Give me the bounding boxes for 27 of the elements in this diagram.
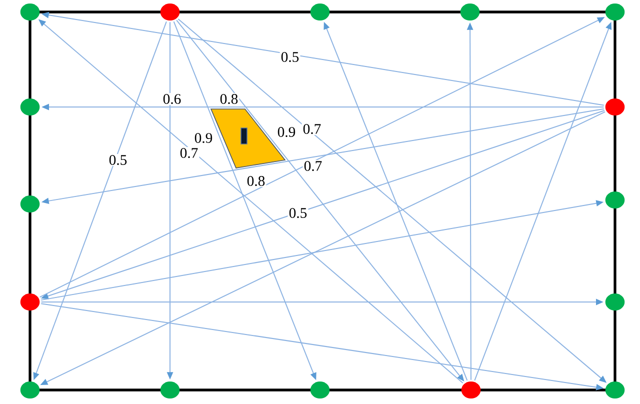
circle-node — [605, 293, 625, 311]
side-label: 0.8 — [246, 174, 266, 188]
circle-node — [605, 191, 625, 209]
edge-label: 0.7 — [302, 160, 324, 172]
side-label: 0.9 — [193, 132, 214, 144]
side-label: 0.8 — [218, 92, 240, 106]
circle-node — [160, 3, 180, 21]
circle-node — [605, 381, 625, 399]
edge-label: 0.5 — [280, 50, 300, 64]
circle-node — [310, 381, 330, 399]
edge-label: 0.7 — [178, 146, 200, 160]
circle-node — [20, 293, 40, 311]
edge-label: 0.7 — [302, 122, 322, 136]
circle-node — [605, 98, 625, 116]
circle-node — [461, 381, 481, 399]
circle-node — [160, 381, 180, 399]
circle-node — [460, 3, 480, 21]
edge-label: 0.5 — [288, 206, 308, 220]
circle-node — [20, 98, 40, 116]
edge-label: 0.6 — [162, 92, 182, 106]
circle-node — [20, 3, 40, 21]
circle-node — [605, 3, 625, 21]
side-label: 0.9 — [276, 126, 297, 138]
circle-node — [20, 195, 40, 213]
circle-node — [20, 381, 40, 399]
circle-node — [310, 3, 330, 21]
edge-label: 0.5 — [108, 154, 128, 166]
